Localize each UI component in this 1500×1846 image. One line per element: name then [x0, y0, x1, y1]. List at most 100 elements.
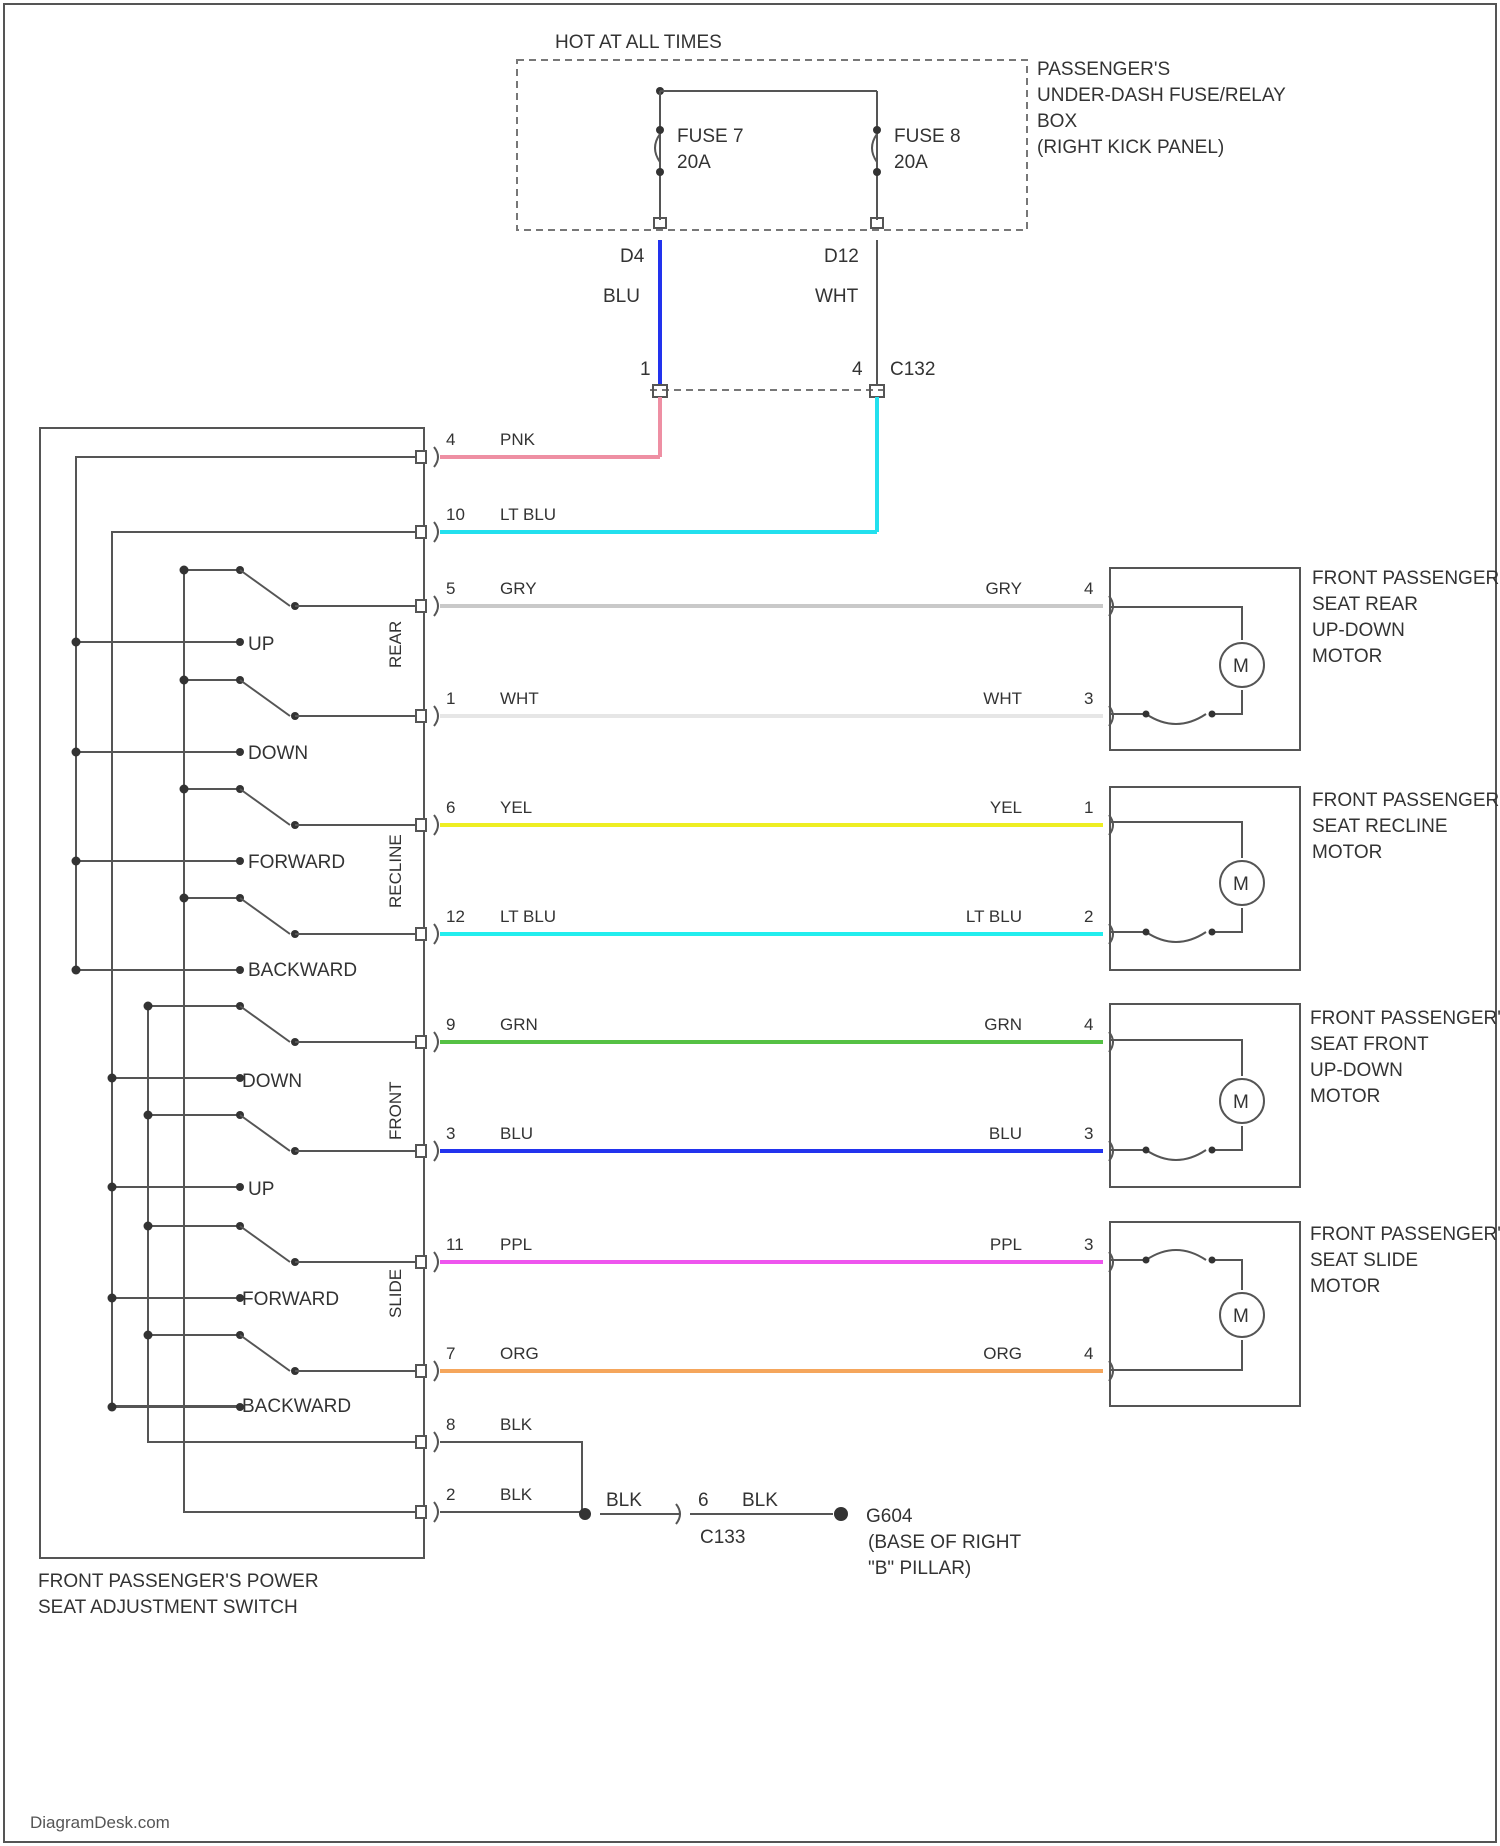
- connector-mark: [434, 924, 438, 944]
- switch-contacts: [72, 566, 423, 1412]
- blu-wire-label: BLU: [603, 286, 640, 307]
- wire-right-pin-label: 3: [1084, 689, 1093, 708]
- switch-pin-11: [416, 1256, 426, 1268]
- motor-slide-symbol: M: [1233, 1306, 1249, 1327]
- wire-pin-label: 10: [446, 505, 465, 524]
- wire-5: 6 YEL YEL 1: [416, 798, 1113, 835]
- wire-right-pin-label: 4: [1084, 1015, 1093, 1034]
- motor-front-box: [1110, 1004, 1300, 1187]
- position-backward: BACKWARD: [248, 960, 357, 981]
- wire-right-pin-label: 4: [1084, 579, 1093, 598]
- connector-mark: [434, 706, 438, 726]
- motor-rear-label-1: FRONT PASSENGER'S: [1312, 568, 1500, 589]
- motor-slide-box: [1110, 1222, 1300, 1406]
- section-slide: SLIDE: [386, 1269, 405, 1318]
- c132-pin1-label: 1: [640, 359, 651, 380]
- motor-front-label-1: FRONT PASSENGER'S: [1310, 1008, 1500, 1029]
- wire-pin-label: 9: [446, 1015, 455, 1034]
- fuse8-label: FUSE 8: [894, 126, 961, 147]
- fuse8-rating: 20A: [894, 152, 928, 173]
- connector-mark: [434, 1502, 438, 1522]
- switch-contact: [72, 676, 423, 757]
- wire-2: 10 LT BLU: [416, 505, 877, 542]
- wire-color-label: YEL: [500, 798, 532, 817]
- fusebox-label-line4: (RIGHT KICK PANEL): [1037, 137, 1224, 158]
- power-seat-switch: FRONT PASSENGER'S POWER SEAT ADJUSTMENT …: [38, 428, 424, 1618]
- switch-positions: UP DOWN FORWARD BACKWARD DOWN UP FORWARD…: [242, 634, 357, 1417]
- wire-right-color-label: YEL: [990, 798, 1022, 817]
- page-border: [4, 4, 1496, 1842]
- wire-color-label: BLK: [500, 1415, 533, 1434]
- motor-rear-label-3: UP-DOWN: [1312, 620, 1405, 641]
- connector-mark: [434, 815, 438, 835]
- d12-label: D12: [824, 246, 859, 267]
- motor-front-label-3: UP-DOWN: [1310, 1060, 1403, 1081]
- wire-pin-label: 4: [446, 430, 455, 449]
- wire-color-label: ORG: [500, 1344, 539, 1363]
- wire-6: 12LT BLULT BLU2: [416, 907, 1113, 944]
- switch-pin-3: [416, 1145, 426, 1157]
- switch-contact: [72, 894, 423, 975]
- wire-right-pin-label: 3: [1084, 1235, 1093, 1254]
- wire-pin-label: 12: [446, 907, 465, 926]
- position-forward: FORWARD: [248, 852, 345, 873]
- watermark: DiagramDesk.com: [30, 1813, 170, 1832]
- section-rear: REAR: [386, 621, 405, 668]
- wire-right-pin-label: 4: [1084, 1344, 1093, 1363]
- splice-dot: [579, 1508, 591, 1520]
- wire-pin-label: 1: [446, 689, 455, 708]
- switch-pin-10: [416, 526, 426, 538]
- motor-rear-symbol: M: [1233, 656, 1249, 677]
- wire-right-color-label: GRN: [984, 1015, 1022, 1034]
- motor-front-symbol: M: [1233, 1092, 1249, 1113]
- switch-contact: [72, 785, 423, 866]
- ground-id: G604: [866, 1506, 913, 1527]
- switch-outline: [40, 428, 424, 1558]
- wire-color-label: LT BLU: [500, 907, 556, 926]
- switch-label-line2: SEAT ADJUSTMENT SWITCH: [38, 1597, 298, 1618]
- position-forward-slide: FORWARD: [242, 1289, 339, 1310]
- wire-pin-label: 6: [446, 798, 455, 817]
- wire-4: 1WHTWHT3: [416, 689, 1113, 726]
- motor-slide-label-2: SEAT SLIDE: [1310, 1250, 1418, 1271]
- connector-mark: [434, 596, 438, 616]
- section-front: FRONT: [386, 1081, 405, 1140]
- fuse7-rating: 20A: [677, 152, 711, 173]
- motor-rear-box: [1110, 568, 1300, 750]
- switch-contact: [72, 566, 423, 647]
- connector-mark: [434, 1032, 438, 1052]
- position-down-front: DOWN: [242, 1071, 302, 1092]
- motor-rear-updown: M FRONT PASSENGER'S SEAT REAR UP-DOWN MO…: [1110, 568, 1500, 750]
- fusebox-label-line1: PASSENGER'S: [1037, 59, 1170, 80]
- wire-color-label: LT BLU: [500, 505, 556, 524]
- bus-pnk-internal: [76, 457, 422, 970]
- wire-color-label: GRN: [500, 1015, 538, 1034]
- wire-pin-label: 5: [446, 579, 455, 598]
- motor-recline-label-3: MOTOR: [1312, 842, 1382, 863]
- wire-color-label: BLU: [500, 1124, 533, 1143]
- d4-label: D4: [620, 246, 645, 267]
- wire-pin-label: 3: [446, 1124, 455, 1143]
- wire-pin-label: 2: [446, 1485, 455, 1504]
- connector-mark: [434, 1361, 438, 1381]
- ground-blk-b: BLK: [742, 1490, 778, 1511]
- wire-7: 9 GRN GRN 4: [416, 1015, 1113, 1052]
- section-recline: RECLINE: [386, 834, 405, 908]
- motor-slide: M FRONT PASSENGER'S SEAT SLIDE MOTOR: [1110, 1222, 1500, 1406]
- switch-pin-9: [416, 1036, 426, 1048]
- switch-pin-8: [416, 1436, 426, 1448]
- ground-connector: C133: [700, 1527, 745, 1548]
- position-up: UP: [248, 634, 274, 655]
- motor-rear-label-2: SEAT REAR: [1312, 594, 1418, 615]
- switch-label-line1: FRONT PASSENGER'S POWER: [38, 1571, 319, 1592]
- wire-right-color-label: GRY: [985, 579, 1022, 598]
- wire-right-pin-label: 1: [1084, 798, 1093, 817]
- motor-rear-label-4: MOTOR: [1312, 646, 1382, 667]
- switch-pin-4: [416, 451, 426, 463]
- position-up-front: UP: [248, 1179, 274, 1200]
- ground-location-1: (BASE OF RIGHT: [868, 1532, 1021, 1553]
- wire-color-label: BLK: [500, 1485, 533, 1504]
